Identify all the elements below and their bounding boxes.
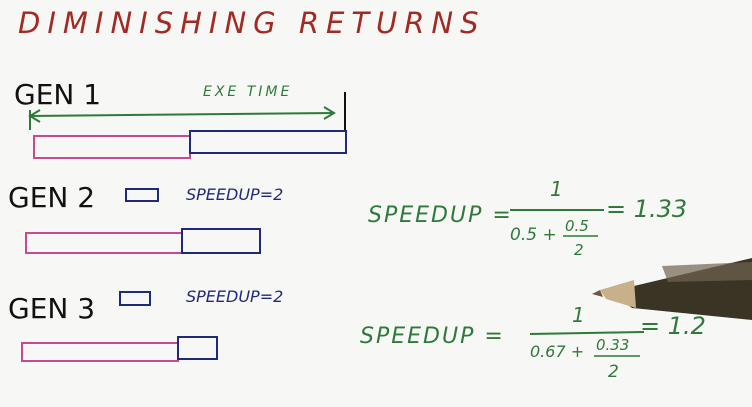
gen2-label: GEN 2	[8, 181, 95, 214]
formula2-lhs: SPEEDUP =	[360, 324, 505, 349]
formula1-den-frac-den: 2	[574, 241, 584, 259]
formula2-numerator: 1	[572, 303, 585, 327]
gen1-label: GEN 1	[14, 78, 101, 111]
gen1-serial-bar	[33, 135, 191, 159]
gen3-core-icon	[119, 291, 151, 306]
speedup-formula-2: SPEEDUP = 1 0.67 + 0.33 2 = 1.2	[360, 303, 706, 382]
formula2-den-frac-den: 2	[608, 362, 619, 382]
formula2-den-first: 0.67 +	[530, 342, 584, 361]
gen2-serial-bar	[25, 232, 183, 254]
formula2-den-frac-num: 0.33	[596, 336, 629, 354]
gen1-parallel-bar	[189, 130, 347, 154]
pen-image	[592, 258, 752, 320]
gen2-speedup-note: SPEEDUP=2	[186, 185, 283, 204]
gen3-parallel-bar	[177, 336, 218, 360]
gen2-parallel-bar	[181, 228, 261, 254]
gen3-label: GEN 3	[8, 292, 95, 325]
speedup-formula-1: SPEEDUP = 1 0.5 + 0.5 2 = 1.33	[368, 177, 687, 259]
formula1-numerator: 1	[550, 177, 563, 201]
formula1-den-frac-num: 0.5	[565, 217, 589, 235]
title: DIMINISHING RETURNS	[18, 6, 486, 40]
gen2-core-icon	[125, 188, 159, 202]
formula1-result: = 1.33	[606, 195, 687, 223]
gen3-speedup-note: SPEEDUP=2	[186, 287, 283, 306]
gen3-serial-bar	[21, 342, 179, 362]
formula2-fraction-bar	[529, 331, 645, 335]
formula2-result: = 1.2	[640, 312, 706, 340]
formula1-lhs: SPEEDUP =	[368, 203, 513, 228]
formula1-den-first: 0.5 +	[510, 225, 557, 245]
exe-time-label: EXE TIME	[203, 84, 292, 100]
